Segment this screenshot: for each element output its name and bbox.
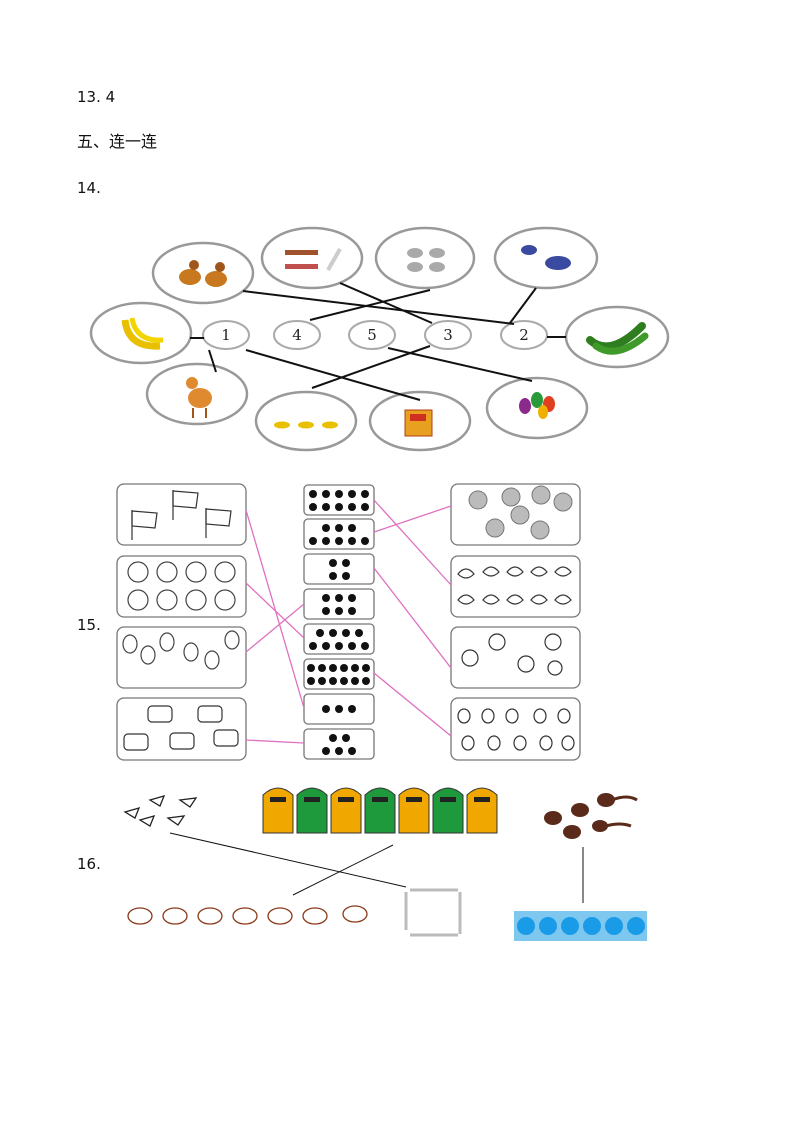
- box-peaches: [450, 483, 581, 546]
- balloon-icon: [519, 392, 555, 419]
- dot-strip: [514, 911, 647, 941]
- crayon-icon: [285, 248, 342, 271]
- fish-icon: [274, 421, 338, 429]
- rabbit-icon: [457, 708, 575, 751]
- matchstick-icon: [404, 888, 462, 937]
- number-oval-2: 2: [500, 320, 548, 350]
- number-2: 2: [519, 326, 529, 344]
- oval-balloons: [485, 376, 589, 440]
- tadpole-icon: [544, 793, 638, 839]
- q13-answer: 13. 4: [77, 88, 116, 106]
- dot-card-3: [303, 693, 375, 725]
- number-3: 3: [443, 326, 453, 344]
- oval-ducks: [151, 241, 255, 305]
- number-oval-4: 4: [273, 320, 321, 350]
- q15-label: 15.: [77, 616, 101, 634]
- dot-card-5: [303, 728, 375, 760]
- trash-bins: [262, 787, 498, 834]
- oval-cucumbers: [564, 305, 670, 369]
- oval-fish: [254, 390, 358, 452]
- oval-bananas: [89, 301, 193, 365]
- oval-deer: [145, 362, 249, 426]
- flag-icon: [131, 490, 232, 540]
- section-heading: 五、连一连: [77, 132, 158, 151]
- q16-label: 16.: [77, 855, 101, 873]
- goose-icon: [127, 905, 368, 925]
- mushroom-icon: [407, 248, 445, 272]
- oval-mushrooms: [374, 226, 476, 290]
- monkey-icon: [461, 633, 563, 676]
- box-monkeys: [450, 626, 581, 689]
- oval-gift: [368, 390, 472, 452]
- box-balloons: [116, 626, 247, 689]
- gift-box-icon: [404, 409, 433, 437]
- q14-answer-lines: [190, 282, 566, 401]
- hippo-icon: [521, 245, 571, 270]
- dot-card-9: [303, 623, 375, 655]
- dot-card-10: [303, 484, 375, 516]
- trash-bin-icon: [262, 787, 498, 834]
- cucumber-icon: [586, 322, 649, 355]
- dot-card-12: [303, 658, 375, 690]
- box-tigers: [116, 697, 247, 761]
- dot-card-6: [303, 588, 375, 620]
- balloon-icon: [122, 630, 240, 670]
- number-oval-3: 3: [424, 320, 472, 350]
- oval-crayons: [260, 226, 364, 290]
- bird-icon: [123, 795, 198, 827]
- dot-card-8: [303, 518, 375, 550]
- q15-answer-lines: [245, 499, 452, 744]
- box-balls: [116, 555, 247, 618]
- squirrel-icon: [457, 566, 572, 605]
- peach-icon: [468, 485, 573, 540]
- q16-answer-lines: [169, 832, 584, 903]
- number-1: 1: [221, 326, 231, 344]
- duck-icon: [179, 260, 227, 287]
- q14-label: 14.: [77, 179, 101, 197]
- number-oval-5: 5: [348, 320, 396, 350]
- tiger-icon: [123, 705, 239, 751]
- deer-icon: [186, 377, 212, 418]
- number-4: 4: [292, 326, 302, 344]
- oval-hippos: [493, 226, 599, 290]
- number-oval-1: 1: [202, 320, 250, 350]
- box-flags: [116, 483, 247, 546]
- ball-icon: [127, 561, 236, 611]
- banana-icon: [121, 317, 164, 350]
- number-5: 5: [367, 326, 377, 344]
- box-squirrels: [450, 555, 581, 618]
- box-rabbits: [450, 697, 581, 761]
